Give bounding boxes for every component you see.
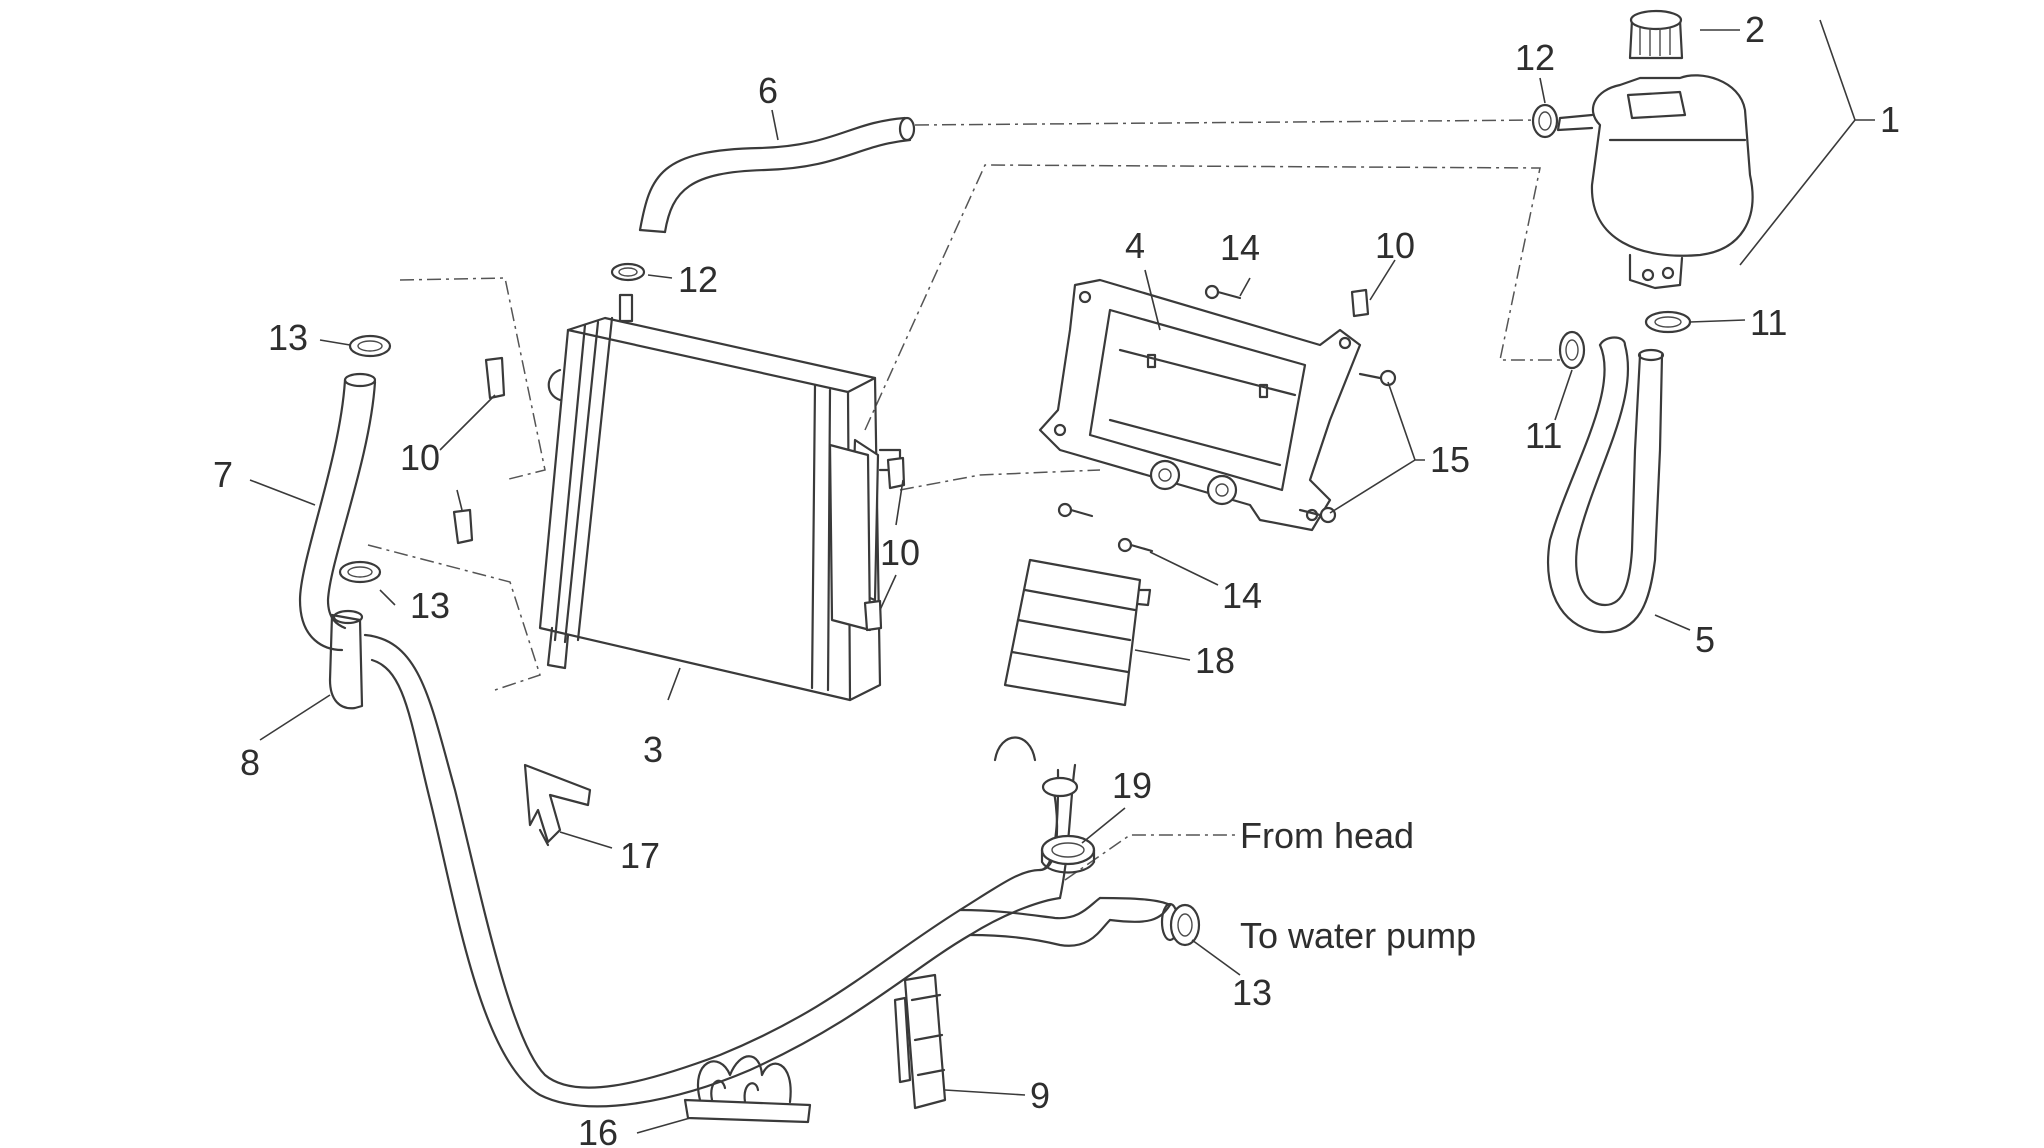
- part-6-upper-hose: [638, 116, 916, 234]
- callout-10-left: 10: [400, 437, 440, 478]
- callout-6: 6: [758, 70, 778, 111]
- callout-3: 3: [643, 729, 663, 770]
- callout-16: 16: [578, 1112, 618, 1148]
- callout-11-right: 11: [1750, 302, 1787, 343]
- part-18-shroud: [1003, 558, 1152, 707]
- part-14-screws-lower: [1057, 502, 1154, 553]
- callout-18: 18: [1195, 640, 1235, 681]
- flow-notes: From head To water pump: [1240, 815, 1476, 956]
- note-from-head: From head: [1240, 815, 1414, 856]
- part-2-tank-cap: [1628, 9, 1684, 60]
- part-10-clips: [452, 288, 1370, 632]
- part-17-hose-clip: [523, 763, 592, 847]
- part-19-hose-clamp: [1040, 834, 1096, 874]
- callout-14-lower: 14: [1222, 575, 1262, 616]
- part-11-hose-clamp-right: [1644, 310, 1692, 334]
- part-14-screw-upper: [1204, 284, 1242, 300]
- callout-numbers: 1 2 12 6 12 13 7 10 13 8 3 10 4 14 10 15…: [213, 9, 1900, 1148]
- part-16-hose-support: [683, 1055, 812, 1124]
- part-13-hose-clamp-upper-left: [348, 334, 392, 358]
- callout-7: 7: [213, 454, 233, 495]
- part-8-lower-hose: [328, 609, 1180, 1108]
- callout-2: 2: [1745, 9, 1765, 50]
- part-7-left-hose: [298, 372, 377, 652]
- part-9-hose-support: [893, 973, 947, 1110]
- note-to-water-pump: To water pump: [1240, 915, 1476, 956]
- part-12-hose-clamp-mid: [610, 262, 646, 282]
- callout-19: 19: [1112, 765, 1152, 806]
- callout-10-right: 10: [1375, 225, 1415, 266]
- part-13-hose-clamp-water-pump: [1169, 903, 1201, 947]
- part-11-hose-clamp-left: [1558, 330, 1586, 370]
- callout-17: 17: [620, 835, 660, 876]
- callout-8: 8: [240, 742, 260, 783]
- callout-12-tank: 12: [1515, 37, 1555, 78]
- part-5-tank-hose: [1547, 336, 1665, 634]
- callout-13-water-pump: 13: [1232, 972, 1272, 1013]
- part-4-radiator-bracket: [1038, 278, 1362, 532]
- callout-10-mid: 10: [880, 532, 920, 573]
- part-3-radiator: [538, 293, 902, 702]
- callout-1: 1: [1880, 99, 1900, 140]
- callout-13-upper-left: 13: [268, 317, 308, 358]
- callout-13-lower-left: 13: [410, 585, 450, 626]
- leader-lines: [249, 19, 1875, 1134]
- callout-12-mid: 12: [678, 259, 718, 300]
- callout-5: 5: [1695, 619, 1715, 660]
- routing-lines: [367, 119, 1575, 881]
- callout-4: 4: [1125, 225, 1145, 266]
- part-12-hose-clamp-tank: [1531, 103, 1559, 139]
- part-1-expansion-tank: [1556, 74, 1754, 290]
- callout-14-upper: 14: [1220, 227, 1260, 268]
- part-13-hose-clamp-lower-left: [338, 560, 382, 584]
- callout-15: 15: [1430, 439, 1470, 480]
- callout-9: 9: [1030, 1075, 1050, 1116]
- callout-11-left: 11: [1525, 415, 1562, 456]
